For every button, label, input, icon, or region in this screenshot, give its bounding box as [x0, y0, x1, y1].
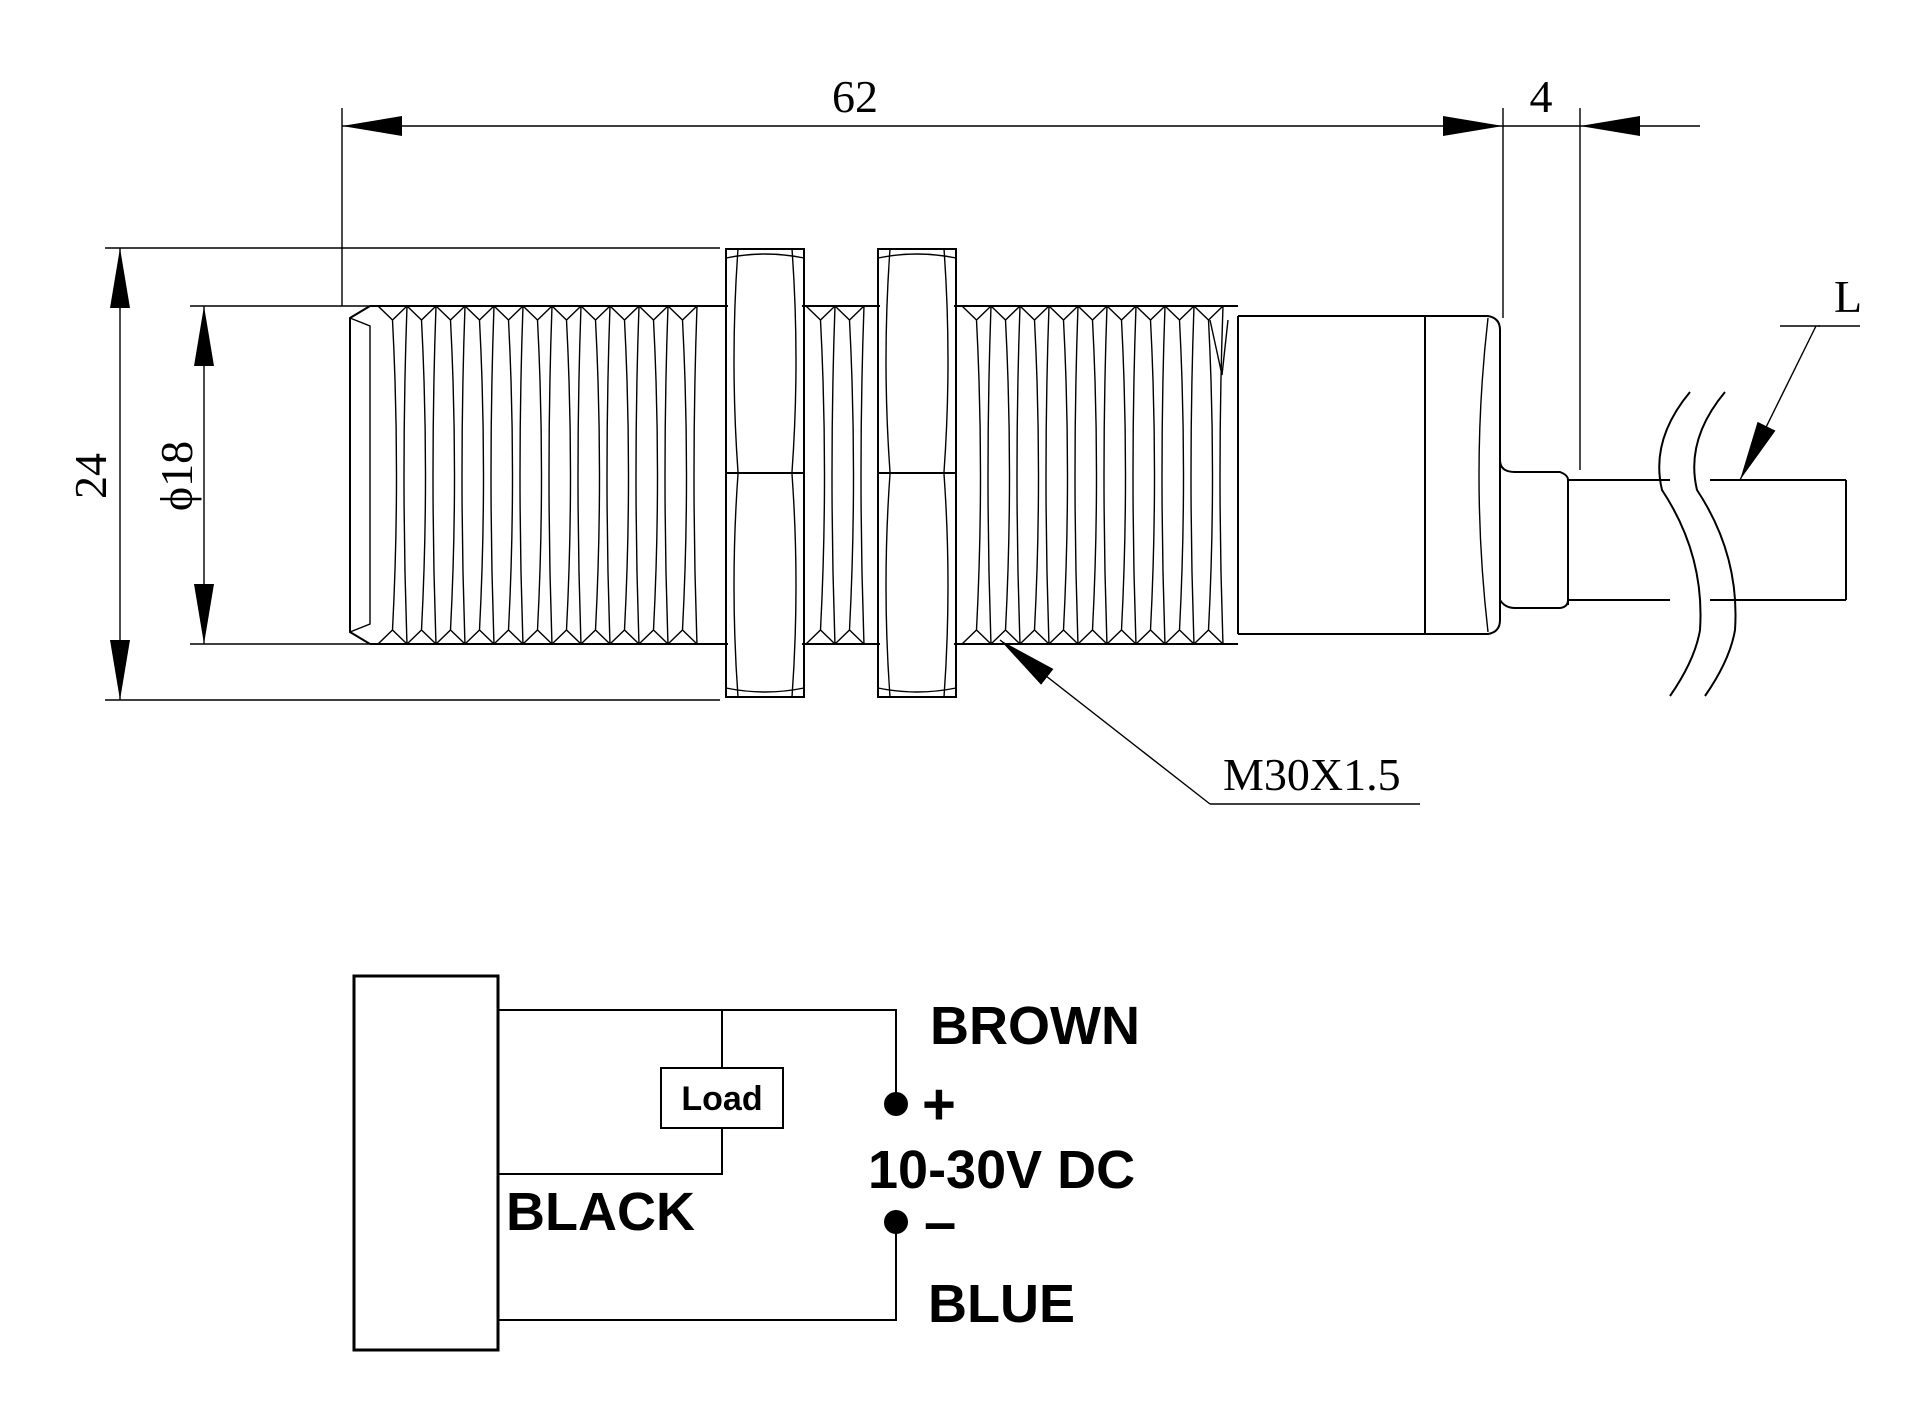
- blue-wire-label: BLUE: [928, 1274, 1075, 1334]
- thread-crest: [1106, 305, 1137, 645]
- cable-offset-label: 4: [1530, 71, 1553, 122]
- thread-crest: [990, 305, 1021, 645]
- hex-nut-front: [725, 248, 805, 698]
- supply-voltage-label: 10-30V DC: [868, 1140, 1135, 1200]
- thread-crest: [1164, 305, 1195, 645]
- brown-wire-label: BROWN: [930, 996, 1140, 1056]
- thread-crest: [522, 305, 553, 645]
- inner-diameter-label: ϕ18: [151, 441, 202, 511]
- wiring-diagram: [352, 974, 908, 1352]
- thread-crest: [805, 305, 836, 645]
- thread-crest: [406, 305, 437, 645]
- thread-crest: [609, 305, 640, 645]
- thread-crest: [961, 305, 992, 645]
- length-label: 62: [832, 71, 878, 122]
- thread-crest: [1019, 305, 1050, 645]
- cable-length-label: L: [1834, 271, 1862, 322]
- positive-terminal: [884, 1092, 908, 1116]
- thread-crest: [464, 305, 495, 645]
- thread-crest: [667, 305, 698, 645]
- thread-pattern: [377, 305, 1224, 645]
- load-label: Load: [681, 1080, 762, 1118]
- thread-crest: [493, 305, 524, 645]
- thread-crest: [638, 305, 669, 645]
- thread-crest: [377, 305, 408, 645]
- sensor-block: [352, 974, 500, 1352]
- thread-crest: [551, 305, 582, 645]
- thread-crest: [834, 305, 865, 645]
- negative-terminal: [884, 1210, 908, 1234]
- thread-crest: [580, 305, 611, 645]
- negative-sign: –: [924, 1190, 956, 1255]
- thread-crest: [1193, 305, 1224, 645]
- thread-crest: [435, 305, 466, 645]
- hex-nut-rear: [877, 248, 957, 698]
- dimension-lines: [105, 108, 1860, 805]
- outer-diameter-label: 24: [65, 453, 116, 499]
- positive-sign: +: [922, 1072, 956, 1137]
- sensor-body: [349, 305, 1847, 697]
- thread-label: M30X1.5: [1223, 749, 1401, 800]
- black-wire-label: BLACK: [506, 1182, 695, 1242]
- thread-crest: [1135, 305, 1166, 645]
- thread-crest: [1077, 305, 1108, 645]
- thread-crest: [1048, 305, 1079, 645]
